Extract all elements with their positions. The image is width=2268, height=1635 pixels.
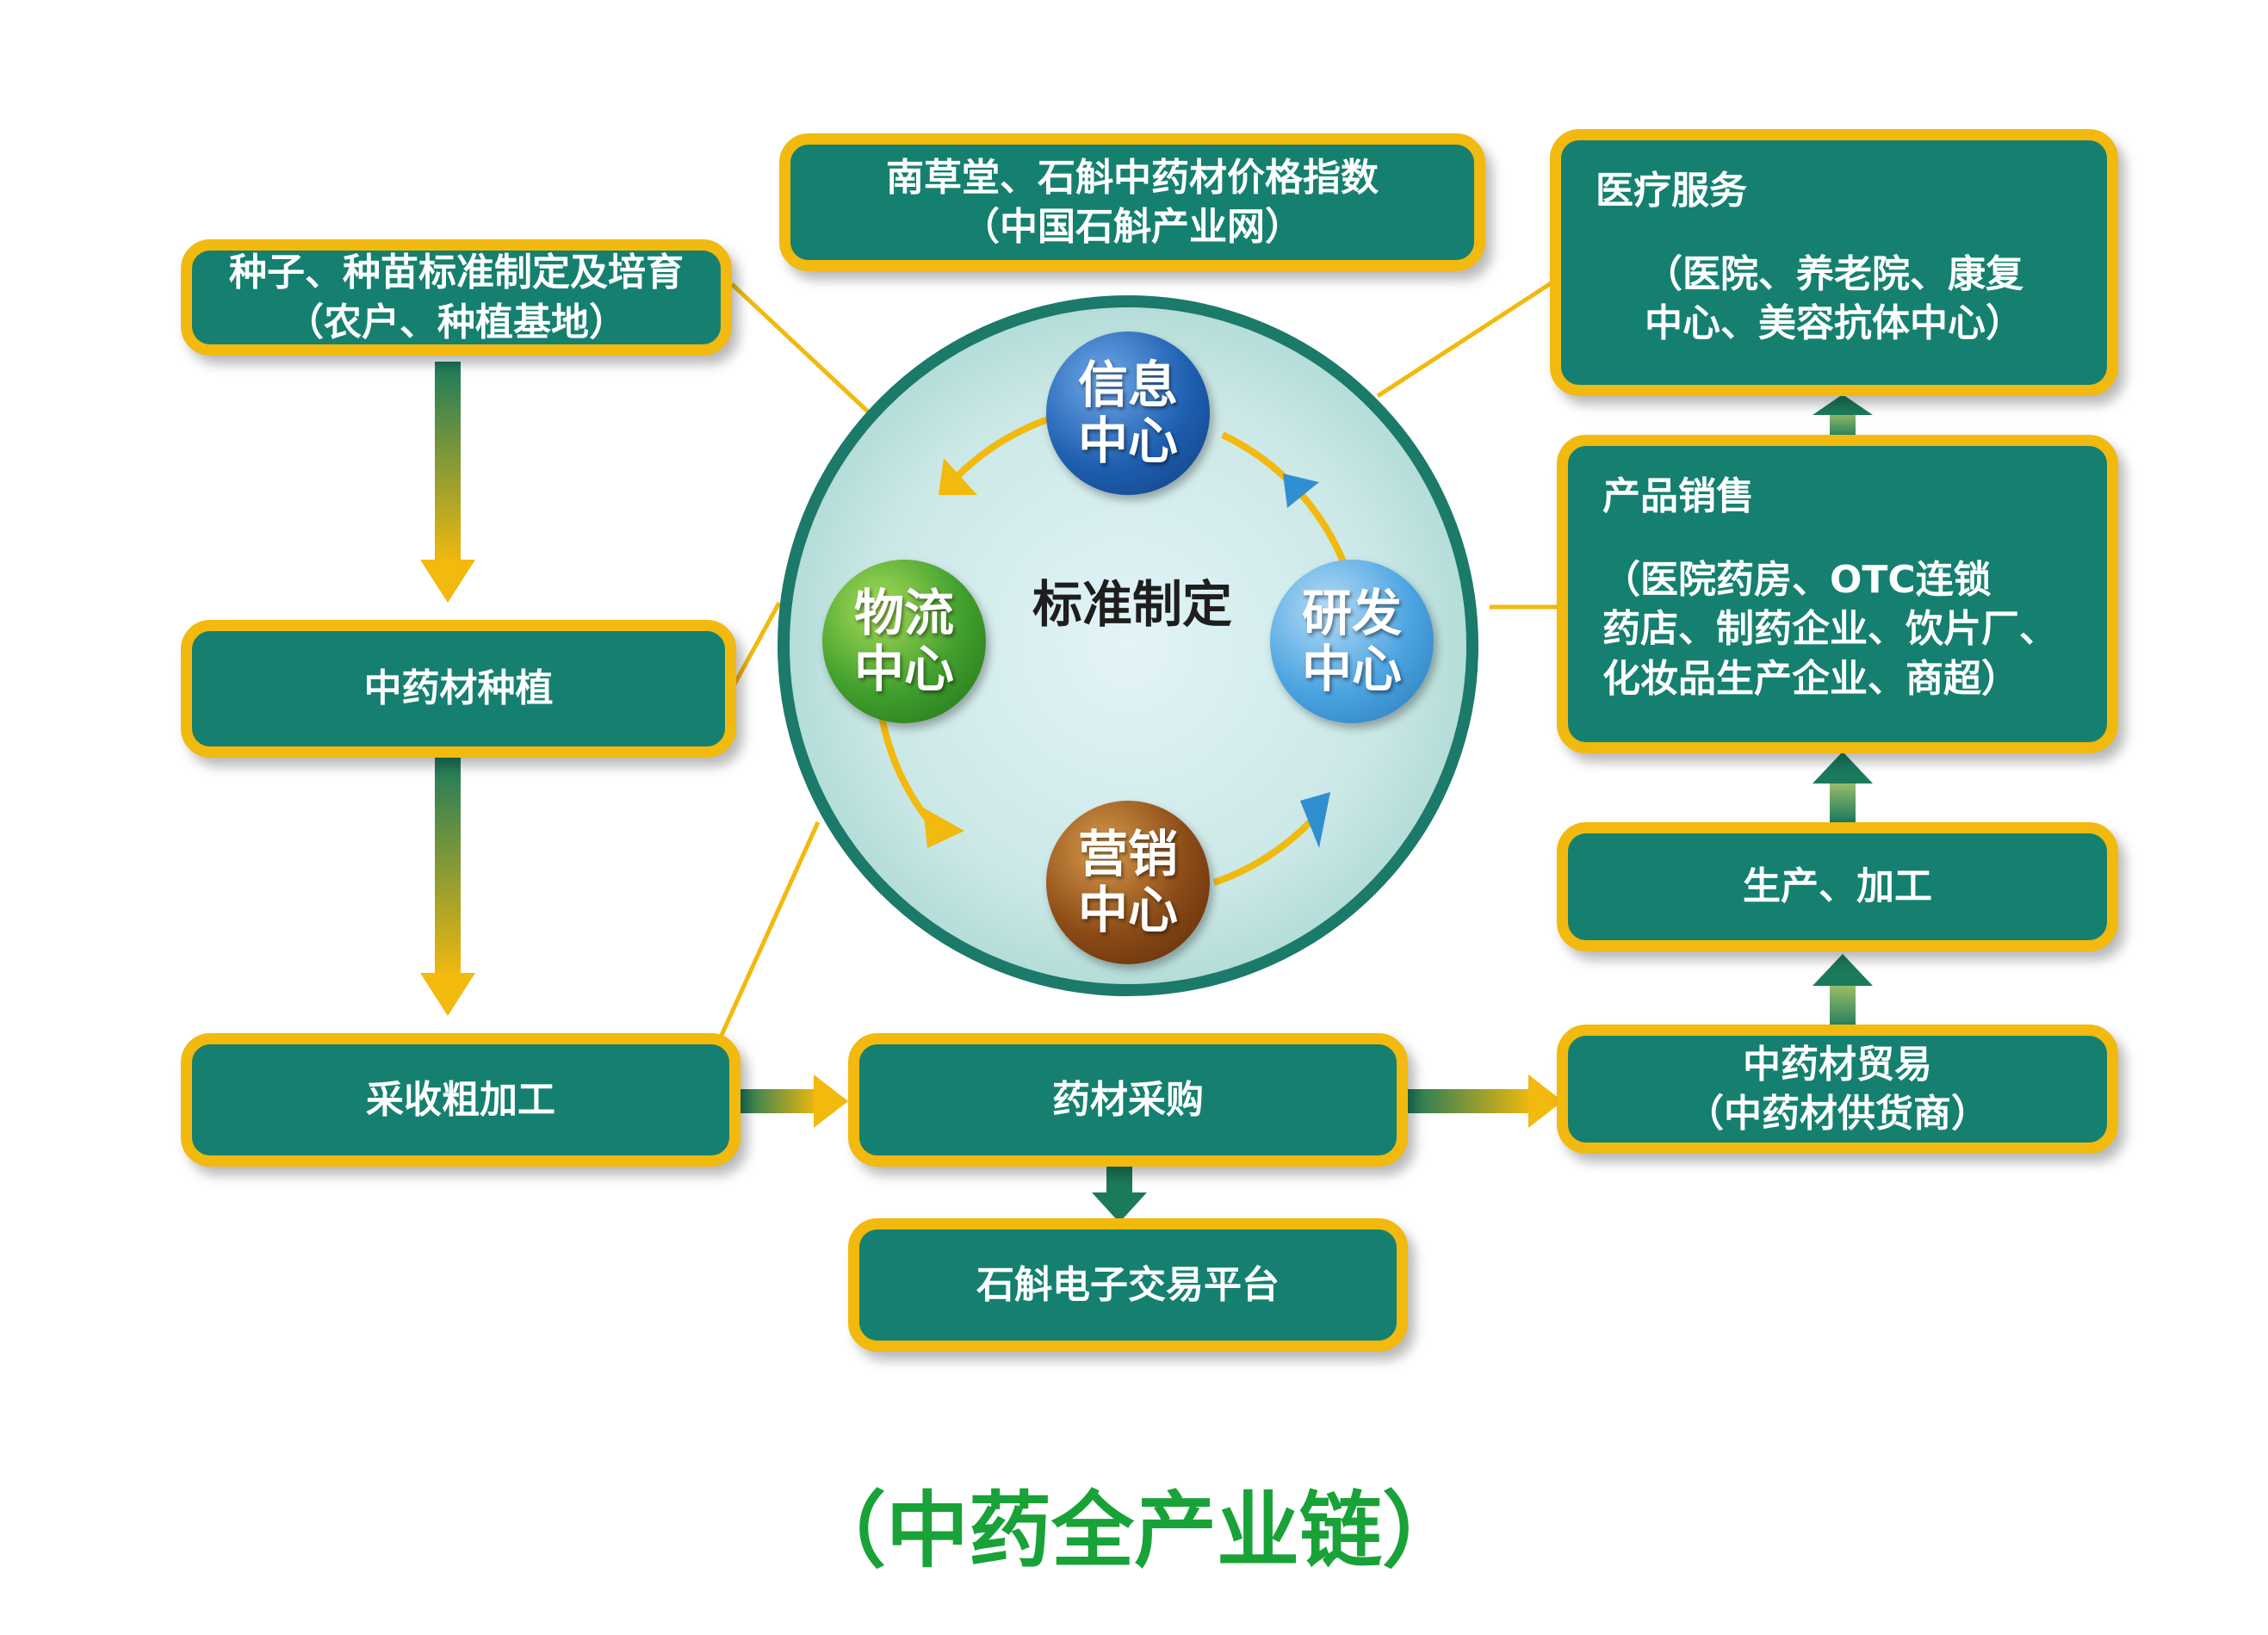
bubble-info-line2: 中心 — [1077, 412, 1178, 470]
node-medical: 医疗服务 （医院、养老院、康复 中心、美容抗体中心） — [1550, 129, 2118, 396]
bubble-logistics-line2: 中心 — [853, 640, 954, 698]
node-sales: 产品销售 （医院药房、OTC连锁 药店、制药企业、饮片厂、 化妆品生产企业、商超… — [1557, 435, 2118, 753]
bubble-info-center: 信息 中心 — [1046, 331, 1210, 495]
node-sales-line3: 化妆品生产企业、商超） — [1602, 656, 2019, 701]
arrow-purchase-to-trade — [1408, 1075, 1563, 1128]
node-sales-line2: 药店、制药企业、饮片厂、 — [1602, 607, 2057, 652]
node-medical-line2: 中心、美容抗体中心） — [1645, 301, 2023, 346]
arrow-marketing-to-rd — [1300, 792, 1330, 848]
bubble-marketing-center: 营销 中心 — [1046, 801, 1210, 964]
bubble-info-line1: 信息 — [1077, 356, 1178, 415]
arrow-harvest-to-purchase — [741, 1075, 848, 1128]
line-to-medical — [1376, 273, 1565, 399]
arrow-seed-to-planting — [420, 362, 475, 603]
arrow-production-to-sales — [1813, 752, 1873, 822]
bubble-marketing-line1: 营销 — [1077, 825, 1178, 884]
node-medical-line1: （医院、养老院、康复 — [1645, 252, 2023, 297]
node-harvest: 采收粗加工 — [181, 1033, 741, 1167]
node-trade: 中药材贸易 （中药材供货商） — [1557, 1025, 2118, 1154]
arrow-rd-to-info — [1283, 474, 1319, 508]
bubble-marketing-line2: 中心 — [1077, 881, 1178, 939]
node-purchase: 药材采购 — [848, 1033, 1408, 1167]
node-production: 生产、加工 — [1557, 822, 2118, 951]
cycle-arrowheads — [923, 458, 1330, 848]
node-trade-line1: 中药材贸易 — [1743, 1042, 1932, 1087]
line-to-planting — [729, 601, 782, 691]
line-to-seed — [730, 282, 871, 415]
node-seed-line1: 种子、种苗标准制定及培育 — [229, 251, 684, 295]
arrow-logistics-to-marketing — [923, 808, 964, 848]
arrow-trade-to-production — [1813, 954, 1873, 1029]
node-platform: 石斛电子交易平台 — [848, 1218, 1408, 1352]
bubble-logistics-line1: 物流 — [853, 584, 954, 643]
arrow-sales-to-medical — [1813, 394, 1873, 439]
hub-connector-lines — [712, 273, 1571, 1052]
node-platform-label: 石斛电子交易平台 — [976, 1262, 1280, 1307]
arrow-purchase-to-platform — [1092, 1162, 1147, 1223]
node-seed-line2: （农户、种植基地） — [286, 300, 627, 344]
node-planting-label: 中药材种植 — [363, 666, 554, 711]
node-price-index-line1: 南草堂、石斛中药材价格指数 — [886, 155, 1379, 200]
bubble-rd-line2: 中心 — [1301, 640, 1402, 698]
arrow-planting-to-harvest — [420, 758, 475, 1016]
node-sales-title: 产品销售 — [1602, 474, 1754, 518]
hub-label: 标准制定 — [1032, 575, 1232, 634]
bubble-rd-center: 研发 中心 — [1270, 560, 1434, 723]
diagram-caption: （中药全产业链） — [803, 1483, 1465, 1579]
node-seed: 种子、种苗标准制定及培育 （农户、种植基地） — [181, 239, 732, 356]
node-purchase-label: 药材采购 — [1052, 1077, 1204, 1122]
bubble-rd-line1: 研发 — [1301, 584, 1402, 643]
line-to-harvest — [712, 821, 821, 1052]
node-production-label: 生产、加工 — [1743, 864, 1932, 909]
arrow-info-to-logistics — [939, 458, 977, 495]
node-price-index: 南草堂、石斛中药材价格指数 （中国石斛产业网） — [779, 133, 1485, 271]
node-trade-line2: （中药材供货商） — [1686, 1092, 1989, 1136]
node-planting: 中药材种植 — [181, 620, 736, 758]
node-medical-title: 医疗服务 — [1596, 169, 1747, 213]
node-harvest-label: 采收粗加工 — [366, 1077, 555, 1122]
node-sales-line1: （医院药房、OTC连锁 — [1602, 558, 1992, 603]
bubble-logistics-center: 物流 中心 — [822, 560, 986, 723]
node-price-index-line2: （中国石斛产业网） — [962, 205, 1303, 249]
